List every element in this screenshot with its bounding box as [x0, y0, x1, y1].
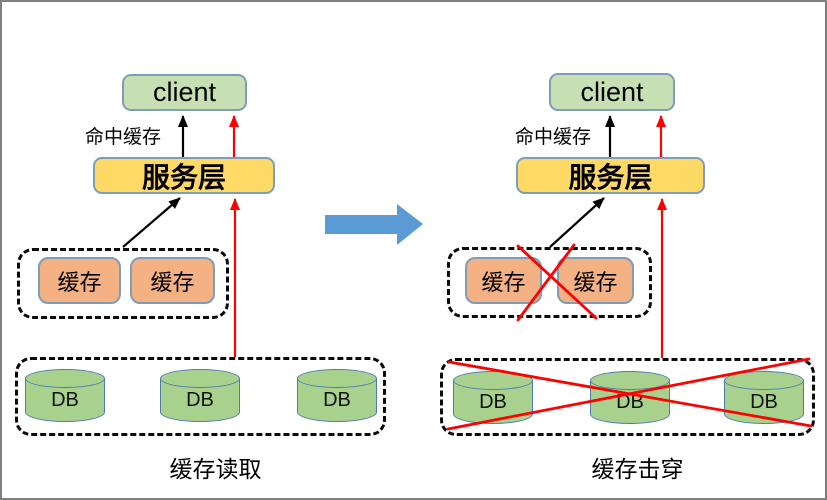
hit-cache-label-left: 命中缓存	[85, 127, 162, 148]
cache-label: 缓存	[481, 269, 526, 295]
db-label: DB	[323, 388, 351, 411]
db-label: DB	[186, 388, 214, 411]
cache-label: 缓存	[150, 269, 195, 295]
db-cylinder-left-2: DB	[160, 369, 240, 422]
db-cylinder-left-3: DB	[297, 369, 377, 422]
db-label: DB	[479, 390, 507, 413]
db-label: DB	[51, 388, 79, 411]
service-layer-box-left: 服务层	[93, 157, 275, 194]
cache-label: 缓存	[57, 269, 102, 295]
arrow-cache-to-service-right	[549, 197, 605, 248]
client-label-left: client	[152, 77, 217, 107]
client-label-right: client	[580, 76, 644, 107]
cache-node-right-2: 缓存	[557, 257, 634, 304]
cache-node-left-1: 缓存	[38, 257, 121, 304]
cache-node-right-1: 缓存	[465, 257, 542, 304]
db-group-left	[15, 357, 386, 436]
cache-node-left-2: 缓存	[130, 257, 215, 304]
db-cylinder-right-3: DB	[724, 371, 804, 424]
db-label: DB	[616, 390, 644, 413]
caption-cache-read: 缓存读取	[169, 456, 262, 482]
cache-label: 缓存	[573, 269, 618, 295]
client-box-left: client	[122, 74, 247, 111]
client-box-right: client	[549, 73, 675, 111]
service-layer-label-left: 服务层	[141, 161, 226, 193]
db-cylinder-top	[297, 369, 377, 388]
db-cylinder-left-1: DB	[25, 369, 105, 422]
service-layer-box-right: 服务层	[516, 157, 705, 194]
hit-cache-label-right: 命中缓存	[515, 127, 592, 148]
db-cylinder-right-2: DB	[590, 371, 670, 424]
caption-cache-breakdown: 缓存击穿	[591, 456, 684, 482]
db-cylinder-top	[25, 369, 105, 388]
db-label: DB	[750, 390, 778, 413]
cache-group-left	[17, 248, 229, 319]
db-cylinder-top	[160, 369, 240, 388]
db-cylinder-right-1: DB	[453, 371, 533, 424]
service-layer-label-right: 服务层	[568, 161, 653, 193]
arrow-cache-to-service-left	[122, 197, 181, 248]
transition-arrow-icon	[325, 204, 423, 245]
